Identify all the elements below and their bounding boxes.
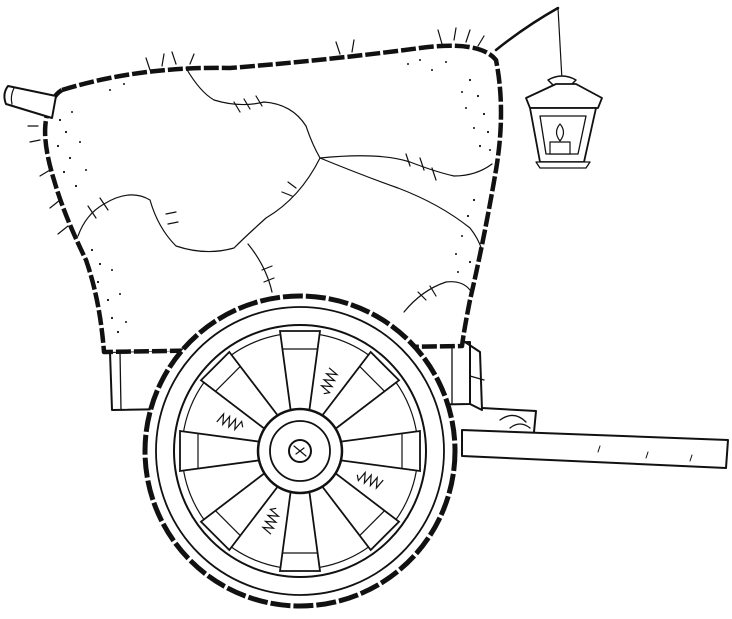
cart-wheel <box>142 293 458 609</box>
spoke-band <box>215 510 241 536</box>
spoke-band <box>359 366 385 392</box>
spoke-band <box>359 510 385 536</box>
spring-squiggle <box>261 507 281 535</box>
draw-shaft <box>461 407 729 469</box>
spring-squiggle <box>216 412 244 432</box>
wheel-spring-marks <box>216 367 384 535</box>
wheel-spokes <box>179 330 421 572</box>
rear-pole-stub <box>3 85 57 119</box>
spring-squiggle <box>319 367 339 395</box>
spoke-band <box>215 366 241 392</box>
lantern <box>494 6 603 169</box>
spring-squiggle <box>356 470 384 490</box>
